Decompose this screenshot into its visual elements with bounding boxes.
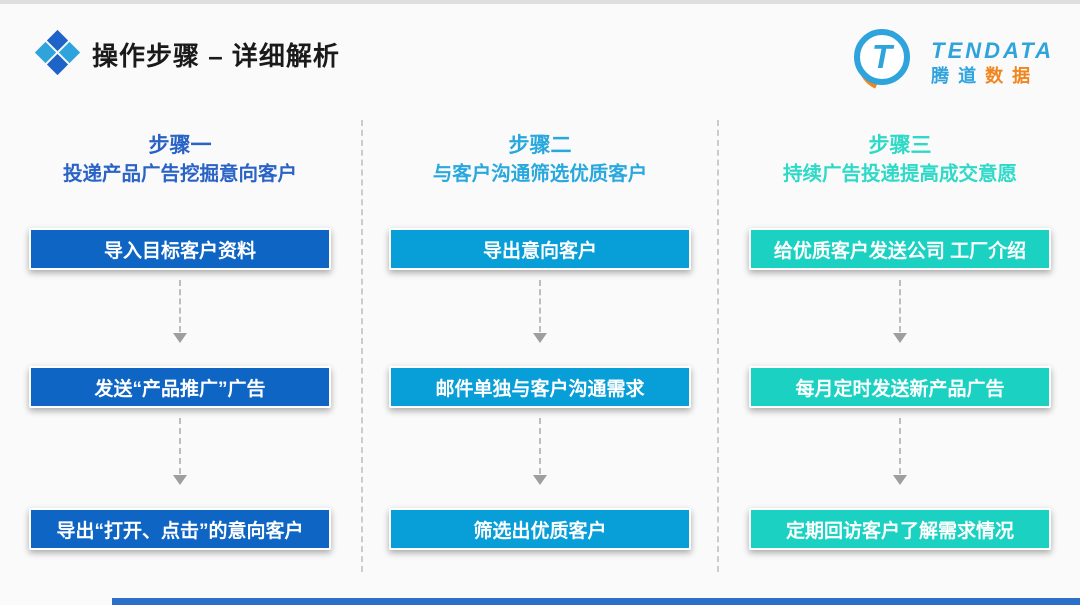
arrow-down-icon: [893, 270, 907, 366]
bottom-accent-bar: [112, 598, 1080, 605]
flow-box: 导出“打开、点击”的意向客户: [29, 508, 331, 550]
flow-box: 导出意向客户: [389, 228, 691, 270]
flow-box: 定期回访客户了解需求情况: [749, 508, 1051, 550]
flow-box: 给优质客户发送公司 工厂介绍: [749, 228, 1051, 270]
arrow-down-icon: [893, 408, 907, 508]
column-divider: [361, 120, 363, 572]
flow-box: 每月定时发送新产品广告: [749, 366, 1051, 408]
step-subtitle: 投递产品广告挖掘意向客户: [62, 163, 297, 185]
flow-box: 邮件单独与客户沟通需求: [389, 366, 691, 408]
steps-content: 步骤一 投递产品广告挖掘意向客户 导入目标客户资料 发送“产品推广”广告 导出“…: [0, 102, 1080, 550]
svg-text:T: T: [872, 38, 895, 75]
top-strip: [0, 0, 1080, 4]
column-divider: [717, 120, 719, 572]
four-diamonds-icon: [34, 29, 81, 76]
brand-chinese-orange: 数据: [985, 65, 1040, 86]
title-wrap: 操作步骤 – 详细解析: [34, 29, 340, 76]
header: 操作步骤 – 详细解析 T TENDATA 腾道数据: [0, 0, 1080, 102]
step-title: 步骤二: [508, 134, 572, 157]
flow-box: 导入目标客户资料: [29, 228, 331, 270]
arrow-down-icon: [173, 408, 187, 508]
column-step-1: 步骤一 投递产品广告挖掘意向客户 导入目标客户资料 发送“产品推广”广告 导出“…: [0, 102, 360, 550]
tendata-logo-mark-icon: T: [854, 29, 919, 92]
step-subtitle: 持续广告投递提高成交意愿: [782, 163, 1017, 185]
arrow-down-icon: [533, 270, 547, 366]
flow-box: 发送“产品推广”广告: [29, 366, 331, 408]
tendata-logo: T TENDATA 腾道数据: [851, 26, 1054, 98]
page-title: 操作步骤 – 详细解析: [92, 40, 340, 71]
logo-text: TENDATA 腾道数据: [931, 38, 1054, 87]
step-title: 步骤一: [148, 134, 212, 157]
brand-chinese-blue: 腾道: [931, 65, 986, 86]
step-title: 步骤三: [868, 134, 932, 157]
arrow-down-icon: [533, 408, 547, 508]
column-step-2: 步骤二 与客户沟通筛选优质客户 导出意向客户 邮件单独与客户沟通需求 筛选出优质…: [360, 102, 720, 550]
arrow-down-icon: [173, 270, 187, 366]
brand-name: TENDATA: [931, 37, 1054, 63]
flow-box: 筛选出优质客户: [389, 508, 691, 550]
column-step-3: 步骤三 持续广告投递提高成交意愿 给优质客户发送公司 工厂介绍 每月定时发送新产…: [720, 102, 1080, 550]
step-subtitle: 与客户沟通筛选优质客户: [432, 163, 648, 185]
brand-chinese: 腾道数据: [931, 66, 1054, 87]
